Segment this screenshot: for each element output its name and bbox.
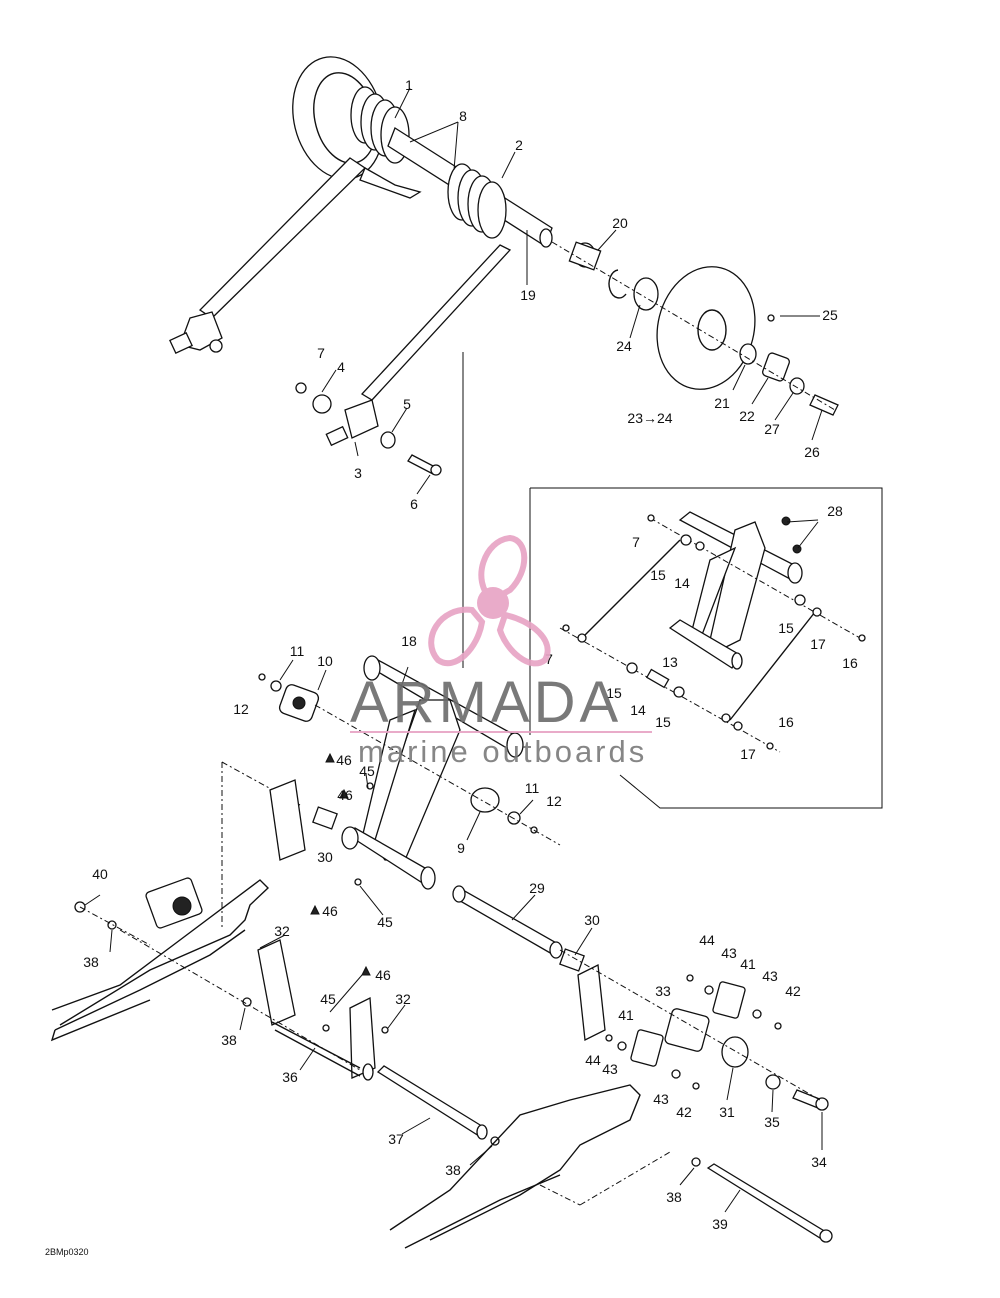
part-label-31: 31 — [719, 1104, 735, 1120]
part-label-17-a: 17 — [810, 636, 826, 652]
part-label-7-inset-top: 7 — [632, 534, 640, 550]
right-rail — [389, 949, 833, 1249]
inset-detail — [529, 487, 883, 809]
part-label-41-b: 41 — [618, 1007, 634, 1023]
part-label-37: 37 — [388, 1131, 404, 1147]
part-label-26: 26 — [804, 444, 820, 460]
part-label-34: 34 — [811, 1154, 827, 1170]
part-label-43-d: 43 — [653, 1091, 669, 1107]
part-label-12-a: 12 — [233, 701, 249, 717]
part-label-42-b: 42 — [676, 1104, 692, 1120]
part-label-35: 35 — [764, 1114, 780, 1130]
part-label-14-b: 14 — [630, 702, 646, 718]
part-label-46-d: 46 — [375, 967, 391, 983]
part-label-39: 39 — [712, 1216, 728, 1232]
part-label-14-a: 14 — [674, 575, 690, 591]
part-label-43-a: 43 — [721, 945, 737, 961]
watermark-subtitle: marine outboards — [358, 734, 647, 769]
part-label-12-b: 12 — [546, 793, 562, 809]
part-labels: 1 8 2 20 19 25 24 7 4 21 5 23→24 22 27 2… — [45, 77, 858, 1257]
part-label-2: 2 — [515, 137, 523, 153]
part-label-1: 1 — [405, 77, 413, 93]
part-label-10: 10 — [317, 653, 333, 669]
part-label-32-a: 32 — [274, 923, 290, 939]
part-label-38-c: 38 — [445, 1162, 461, 1178]
part-label-9: 9 — [457, 840, 465, 856]
part-label-38-b: 38 — [221, 1032, 237, 1048]
leader-lines — [84, 87, 823, 1213]
part-label-16-b: 16 — [778, 714, 794, 730]
part-label-27: 27 — [764, 421, 780, 437]
part-label-24: 24 — [616, 338, 632, 354]
part-label-43-b: 43 — [762, 968, 778, 984]
watermark-title: ARMADA — [350, 670, 622, 735]
part-label-4: 4 — [337, 359, 345, 375]
part-label-11-a: 11 — [290, 643, 305, 659]
rear-arm-assembly — [221, 655, 585, 1032]
part-label-30-a: 30 — [317, 849, 333, 865]
watermark: ARMADA marine outboards — [350, 534, 652, 769]
part-label-41-a: 41 — [740, 956, 756, 972]
part-label-7-inset-left: 7 — [545, 651, 553, 667]
part-label-21: 21 — [714, 395, 730, 411]
part-label-30-b: 30 — [584, 912, 600, 928]
part-label-23-24: 23→24 — [627, 410, 672, 426]
part-label-36: 36 — [282, 1069, 298, 1085]
part-label-15-c: 15 — [606, 685, 622, 701]
part-label-38-a: 38 — [83, 954, 99, 970]
part-label-42-a: 42 — [785, 983, 801, 999]
part-label-11-b: 11 — [525, 780, 540, 796]
cross-shaft-assembly — [119, 929, 500, 1146]
left-rail — [50, 779, 306, 1042]
part-label-17-b: 17 — [740, 746, 756, 762]
part-label-44-b: 44 — [585, 1052, 601, 1068]
part-label-19: 19 — [520, 287, 536, 303]
drawing-code: 2BMp0320 — [45, 1247, 89, 1257]
part-label-28: 28 — [827, 503, 843, 519]
part-label-25: 25 — [822, 307, 838, 323]
part-label-15-a: 15 — [650, 567, 666, 583]
part-label-38-d: 38 — [666, 1189, 682, 1205]
part-label-45-a: 45 — [359, 763, 375, 779]
part-label-8: 8 — [459, 108, 467, 124]
part-label-46-b: 46 — [337, 787, 353, 803]
part-label-15-d: 15 — [655, 714, 671, 730]
part-label-5: 5 — [403, 396, 411, 412]
part-label-22: 22 — [739, 408, 755, 424]
part-label-43-c: 43 — [602, 1061, 618, 1077]
part-label-7-top: 7 — [317, 345, 325, 361]
part-label-40: 40 — [92, 866, 108, 882]
part-label-32-b: 32 — [395, 991, 411, 1007]
part-label-33: 33 — [655, 983, 671, 999]
part-label-20: 20 — [612, 215, 628, 231]
part-label-16-a: 16 — [842, 655, 858, 671]
part-label-46-a: 46 — [336, 752, 352, 768]
part-label-6: 6 — [410, 496, 418, 512]
propeller-logo — [428, 534, 551, 667]
part-label-45-c: 45 — [320, 991, 336, 1007]
part-label-15-b: 15 — [778, 620, 794, 636]
part-label-3: 3 — [354, 465, 362, 481]
part-label-29: 29 — [529, 880, 545, 896]
part-label-45-b: 45 — [377, 914, 393, 930]
part-label-18: 18 — [401, 633, 417, 649]
part-label-44-a: 44 — [699, 932, 715, 948]
part-label-46-c: 46 — [322, 903, 338, 919]
idler-wheel-assembly — [169, 56, 839, 476]
part-label-13: 13 — [662, 654, 678, 670]
